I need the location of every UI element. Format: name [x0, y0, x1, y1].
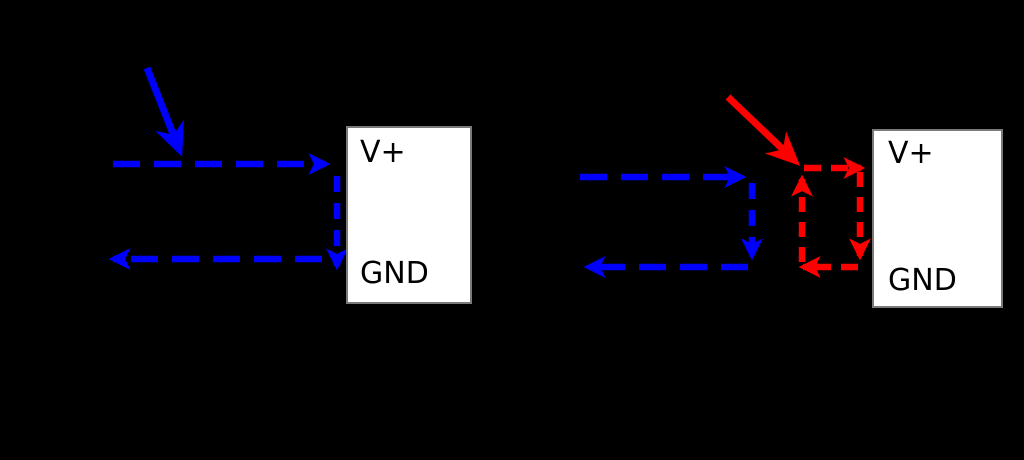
left-circuit: V+ GND	[108, 66, 472, 304]
right-circuit: V+ GND	[580, 94, 1003, 308]
right-ic-gnd-pin-label: GND	[888, 263, 957, 298]
right-ic-box	[872, 129, 1003, 308]
decoupling-loop-callout-arrow	[725, 94, 801, 166]
supply-loop-callout-arrow	[143, 66, 184, 157]
left-ic-vplus-pin-label: V+	[360, 135, 406, 170]
left-ic-box	[346, 126, 472, 304]
right-ic-vplus-pin-label: V+	[888, 136, 934, 171]
left-ic-gnd-pin-label: GND	[360, 256, 429, 291]
